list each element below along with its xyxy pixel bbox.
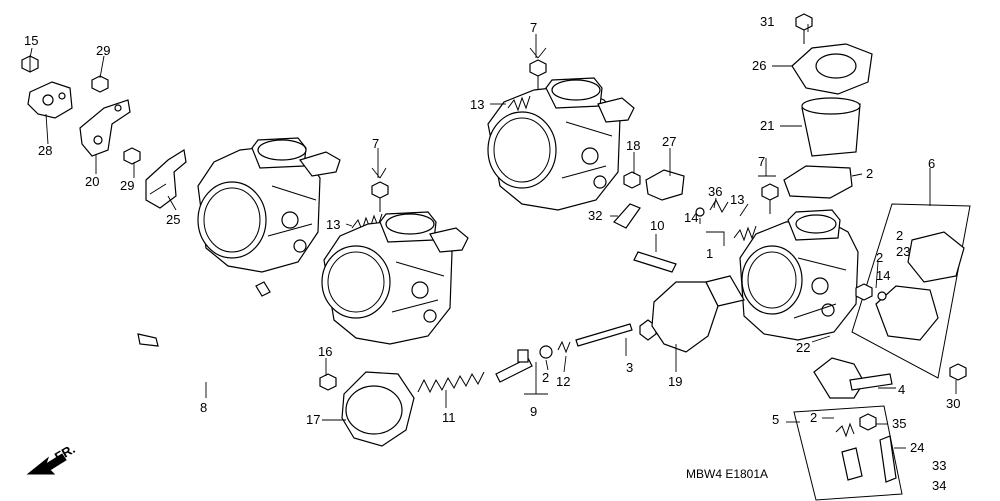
part-linkage-25 <box>145 149 187 209</box>
label-27: 27 <box>662 134 676 149</box>
part-oring-14b <box>877 291 887 301</box>
part-screw-7c <box>761 183 779 214</box>
label-7c: 7 <box>758 154 765 169</box>
label-7a: 7 <box>372 136 379 151</box>
label-34: 34 <box>932 478 946 493</box>
label-29b: 29 <box>120 178 134 193</box>
label-19: 19 <box>668 374 682 389</box>
label-7b: 7 <box>530 20 537 35</box>
part-chamber-17 <box>341 371 415 447</box>
part-washer-2b <box>539 345 553 359</box>
part-clip-36 <box>709 198 729 214</box>
label-35: 35 <box>892 416 906 431</box>
part-spring-13b <box>507 95 531 112</box>
part-sensor-10 <box>633 251 677 273</box>
part-hose-32 <box>613 203 641 229</box>
part-bracket-28 <box>27 81 73 119</box>
part-box-6 <box>851 203 971 379</box>
carburetor-assembly-3 <box>487 77 635 211</box>
part-cover-19 <box>651 275 745 353</box>
label-31: 31 <box>760 14 774 29</box>
label-4: 4 <box>898 382 905 397</box>
diagram-code: MBW4 E1801A <box>686 467 768 481</box>
label-28: 28 <box>38 143 52 158</box>
label-29a: 29 <box>96 43 110 58</box>
part-spring-13c <box>733 225 757 242</box>
label-32: 32 <box>588 208 602 223</box>
label-12: 12 <box>556 374 570 389</box>
part-labels: 15 28 29 20 29 25 8 16 17 11 7 13 7 13 1… <box>24 14 960 493</box>
label-2b: 2 <box>542 370 549 385</box>
part-cable-8 <box>137 281 271 385</box>
part-cover-22 <box>875 285 939 341</box>
part-screw-7b <box>529 59 547 90</box>
front-arrow-icon <box>26 453 67 475</box>
label-22: 22 <box>796 340 810 355</box>
label-16: 16 <box>318 344 332 359</box>
part-plate-20 <box>79 99 131 157</box>
part-screw-18 <box>623 171 641 189</box>
part-gasket-2a <box>783 165 853 199</box>
label-25: 25 <box>166 212 180 227</box>
part-screw-31 <box>795 13 813 44</box>
part-box-5 <box>793 405 903 501</box>
label-18: 18 <box>626 138 640 153</box>
label-5: 5 <box>772 412 779 427</box>
label-24: 24 <box>910 440 924 455</box>
part-oring-14a <box>695 207 705 217</box>
part-jet-3 <box>575 323 633 347</box>
part-screw-15 <box>21 55 39 73</box>
part-screw-29b <box>123 147 141 165</box>
part-screw-29a <box>91 75 109 93</box>
label-20: 20 <box>85 174 99 189</box>
label-3: 3 <box>626 360 633 375</box>
part-diaphragm-4 <box>813 357 893 399</box>
label-14b: 14 <box>876 268 890 283</box>
label-10: 10 <box>650 218 664 233</box>
label-13b: 13 <box>470 97 484 112</box>
carburetor-assembly-4 <box>739 209 859 341</box>
part-insulator-26 <box>791 43 873 95</box>
carburetor-assembly-2 <box>321 211 469 345</box>
leader-lines <box>29 24 957 449</box>
part-funnel-21 <box>801 97 861 157</box>
part-spring-11 <box>417 371 485 394</box>
carburetor-assembly-1 <box>197 137 341 273</box>
label-30: 30 <box>946 396 960 411</box>
part-screw-14c <box>855 283 873 301</box>
part-valve-27 <box>645 169 685 201</box>
label-13a: 13 <box>326 217 340 232</box>
label-33: 33 <box>932 458 946 473</box>
label-17: 17 <box>306 412 320 427</box>
label-15: 15 <box>24 33 38 48</box>
label-21: 21 <box>760 118 774 133</box>
label-11: 11 <box>442 410 456 425</box>
label-2d: 2 <box>876 250 883 265</box>
label-1: 1 <box>706 246 713 261</box>
label-14a: 14 <box>684 210 698 225</box>
label-13c: 13 <box>730 192 744 207</box>
label-2a: 2 <box>866 166 873 181</box>
label-36: 36 <box>708 184 722 199</box>
part-spring-12 <box>557 340 571 354</box>
part-screw-35 <box>859 413 877 431</box>
part-spring-5 <box>835 422 863 481</box>
label-2c: 2 <box>896 228 903 243</box>
part-screw-7a <box>371 181 389 212</box>
part-screw-16 <box>319 373 337 391</box>
label-23: 23 <box>896 244 910 259</box>
part-screw-30 <box>949 363 967 381</box>
part-gasket-23 <box>907 231 965 283</box>
part-screw-24 <box>879 435 897 483</box>
label-2e: 2 <box>810 410 817 425</box>
label-6: 6 <box>928 156 935 171</box>
label-9: 9 <box>530 404 537 419</box>
label-8: 8 <box>200 400 207 415</box>
part-needle-9 <box>495 349 533 383</box>
label-26: 26 <box>752 58 766 73</box>
